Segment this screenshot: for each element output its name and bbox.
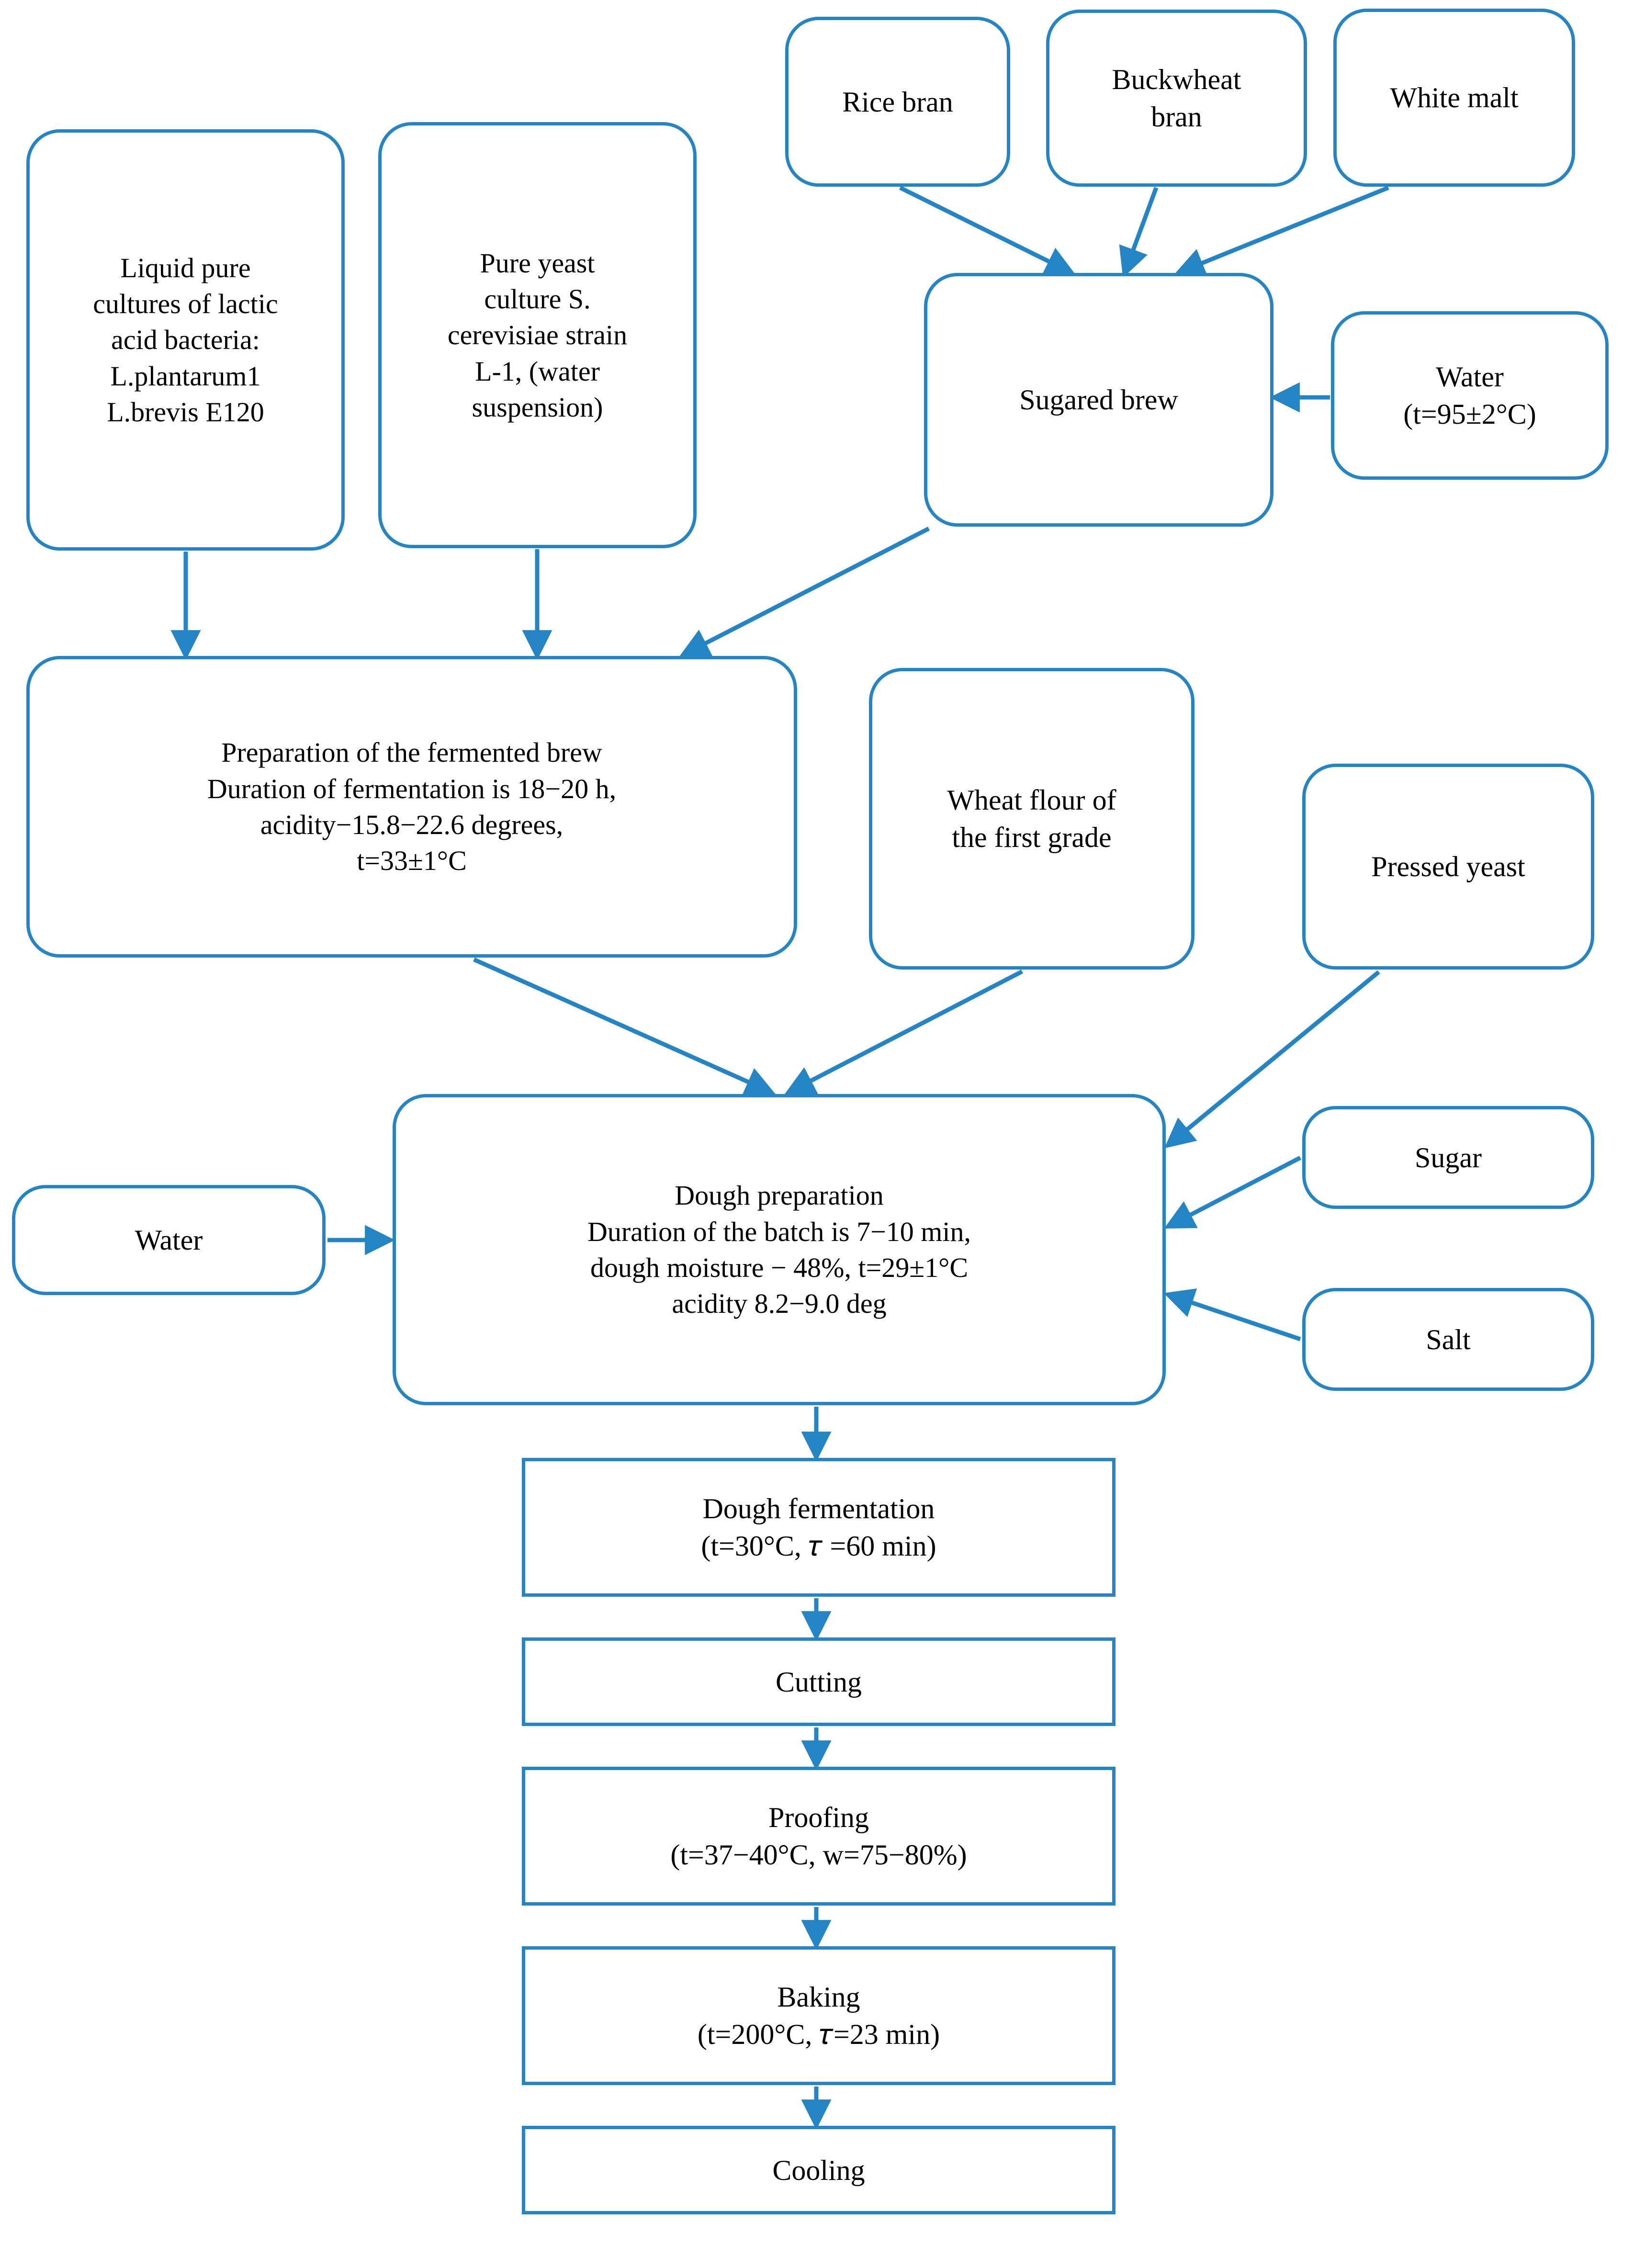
node-rice-bran[interactable]: Rice bran (785, 17, 1010, 187)
node-cutting-label: Cutting (775, 1666, 862, 1698)
node-water-hot[interactable]: Water (t=95±2°C) (1331, 311, 1609, 480)
node-wheat-flour-label: Wheat flour of the first grade (947, 784, 1116, 853)
node-wheat-flour[interactable]: Wheat flour of the first grade (869, 668, 1195, 970)
node-cutting[interactable]: Cutting (522, 1637, 1116, 1726)
node-rice-bran-label: Rice bran (842, 86, 953, 118)
node-white-malt-label: White malt (1390, 82, 1519, 113)
node-buckwheat-bran[interactable]: Buckwheat bran (1046, 10, 1307, 187)
node-pressed-yeast-label: Pressed yeast (1371, 851, 1525, 882)
node-lactic-cultures[interactable]: Liquid pure cultures of lactic acid bact… (26, 129, 345, 551)
node-water-hot-label: Water (t=95±2°C) (1403, 361, 1536, 430)
node-salt[interactable]: Salt (1302, 1288, 1594, 1391)
edge-buckwheat-bran-to-sugared-brew (1119, 187, 1159, 278)
node-baking-label: Baking (t=200°C, 𝜏=23 min) (697, 1981, 940, 2050)
edge-fermented-brew-to-dough-preparation (473, 957, 776, 1096)
node-dough-fermentation-label: Dough fermentation (t=30°C, 𝜏 =60 min) (701, 1493, 936, 1562)
node-pure-yeast-label: Pure yeast culture S. cerevisiae strain … (447, 247, 628, 423)
edge-white-malt-to-sugared-brew (1174, 185, 1389, 277)
node-fermented-brew[interactable]: Preparation of the fermented brew Durati… (26, 656, 797, 958)
node-fermented-brew-label: Preparation of the fermented brew Durati… (207, 737, 617, 877)
node-sugared-brew[interactable]: Sugared brew (924, 273, 1273, 527)
node-white-malt[interactable]: White malt (1333, 9, 1575, 187)
node-lactic-cultures-label: Liquid pure cultures of lactic acid bact… (93, 252, 278, 428)
node-baking[interactable]: Baking (t=200°C, 𝜏=23 min) (522, 1946, 1116, 2085)
edge-salt-to-dough-preparation (1163, 1288, 1301, 1342)
node-pressed-yeast[interactable]: Pressed yeast (1302, 764, 1594, 970)
node-water-dough-label: Water (135, 1224, 203, 1256)
edge-rice-bran-to-sugared-brew (899, 185, 1076, 275)
node-pure-yeast[interactable]: Pure yeast culture S. cerevisiae strain … (378, 122, 697, 548)
node-sugared-brew-label: Sugared brew (1019, 384, 1178, 416)
node-buckwheat-bran-label: Buckwheat bran (1112, 64, 1241, 133)
node-proofing[interactable]: Proofing (t=37−40°C, w=75−80%) (522, 1767, 1116, 1906)
node-salt-label: Salt (1426, 1323, 1471, 1355)
node-cooling-label: Cooling (772, 2154, 865, 2186)
node-dough-fermentation[interactable]: Dough fermentation (t=30°C, 𝜏 =60 min) (522, 1458, 1116, 1597)
node-dough-preparation-label: Dough preparation Duration of the batch … (587, 1180, 971, 1320)
node-water-dough[interactable]: Water (12, 1185, 326, 1295)
node-sugar-label: Sugar (1415, 1141, 1482, 1173)
edge-sugared-brew-to-fermented-brew (679, 526, 930, 657)
edge-sugar-to-dough-preparation (1164, 1156, 1302, 1229)
node-dough-preparation[interactable]: Dough preparation Duration of the batch … (393, 1094, 1166, 1405)
node-proofing-label: Proofing (t=37−40°C, w=75−80%) (670, 1802, 967, 1871)
node-sugar[interactable]: Sugar (1302, 1106, 1594, 1209)
node-cooling[interactable]: Cooling (522, 2126, 1116, 2214)
edge-wheat-flour-to-dough-preparation (784, 970, 1024, 1095)
